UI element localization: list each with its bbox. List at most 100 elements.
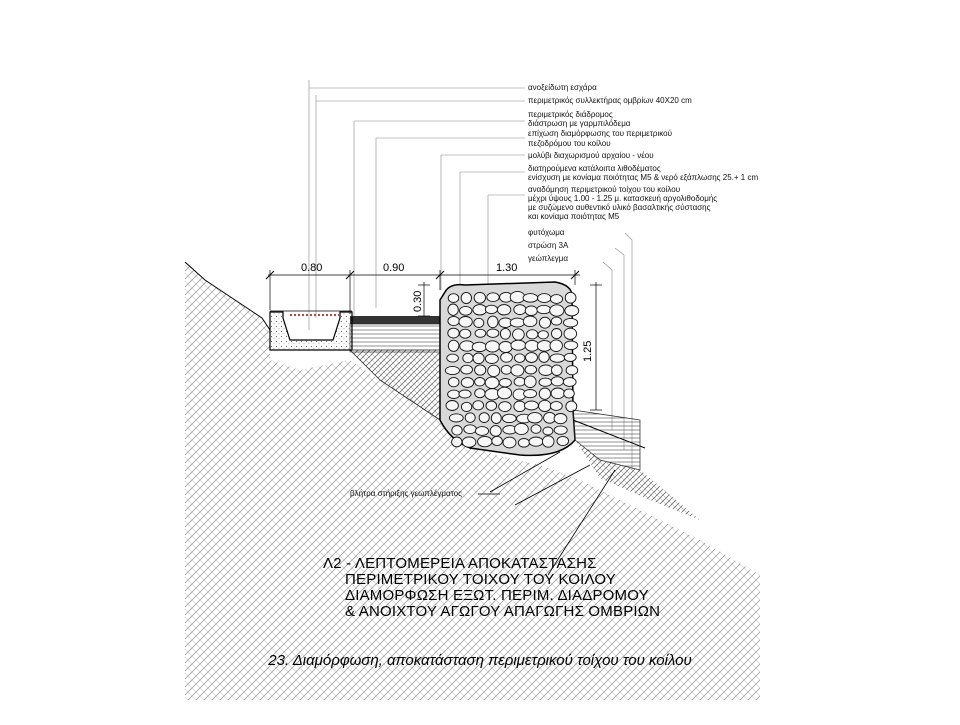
wall-stone xyxy=(556,435,570,447)
wall-stone xyxy=(524,339,540,352)
wall-stone xyxy=(460,401,473,412)
walkway-paving xyxy=(350,316,445,324)
wall-stone xyxy=(484,304,498,315)
wall-stone xyxy=(496,386,513,400)
title-line-1: Λ2 - ΛΕΠΤΟΜΕΡΕΙΑ ΑΠΟΚΑΤΑΣΤΑΣΗΣ xyxy=(323,555,597,572)
natural-ground-hatch xyxy=(185,262,760,700)
wall-stone xyxy=(522,315,538,328)
wall-stone xyxy=(513,376,526,387)
wall-stone xyxy=(447,303,459,316)
detail-title: Λ2 - ΛΕΠΤΟΜΕΡΕΙΑ ΑΠΟΚΑΤΑΣΤΑΣΗΣ ΠΕΡΙΜΕΤΡΙ… xyxy=(323,555,660,620)
wall-stone xyxy=(517,438,530,448)
title-line-4: & ΑΝΟΙΧΤΟΥ ΑΓΩΓΟΥ ΑΠΑΓΩΓΗΣ ΟΜΒΡΙΩΝ xyxy=(345,603,660,620)
wall-stone xyxy=(538,387,552,400)
figure-caption: 23. Διαμόρφωση, αποκατάσταση περιμετρικο… xyxy=(268,652,692,669)
wall-stone xyxy=(451,436,463,448)
dim-fill-height: 0.30 xyxy=(412,291,424,312)
wall-stone xyxy=(487,315,499,329)
wall-stone xyxy=(536,340,553,352)
wall-stone xyxy=(538,377,553,387)
label-wall-2: μέχρι ύψους 1.00 - 1.25 μ. κατασκευή αργ… xyxy=(528,194,717,203)
wall-stone xyxy=(471,341,488,353)
walkway-fill xyxy=(349,323,446,353)
label-storm-collector: περιμετρικός συλλεκτήρας ομβρίων 40Χ20 c… xyxy=(528,96,692,105)
wall-stone xyxy=(514,422,529,436)
wall-stone xyxy=(501,413,517,424)
wall-stone xyxy=(565,365,579,376)
dimension-ticks xyxy=(265,270,580,280)
wall-stone xyxy=(564,291,577,304)
label-geogrid-anchors: βλήτρα στήριξης γεωπλέγματος xyxy=(350,489,462,498)
wall-stone xyxy=(538,364,554,376)
wall-stone xyxy=(487,364,501,378)
wall-stone xyxy=(486,328,500,338)
wall-stone xyxy=(472,352,485,365)
wall-stone xyxy=(562,377,577,387)
wall-stone xyxy=(528,436,544,447)
wall-stone xyxy=(485,340,500,353)
wall-stone xyxy=(549,401,563,411)
wall-stone xyxy=(462,352,474,364)
wall-stone xyxy=(553,425,568,435)
backfill-layers xyxy=(572,409,700,520)
label-wall-3: με συζώμενο αυθεντικό υλικό βασαλτικής σ… xyxy=(528,203,711,212)
wall-stone xyxy=(474,328,487,338)
wall-stone xyxy=(524,305,538,316)
wall-stone xyxy=(477,435,493,448)
wall-stone xyxy=(549,294,564,304)
wall-stone xyxy=(536,304,552,315)
dim-walkway-width: 0.80 xyxy=(301,262,322,274)
wall-stone xyxy=(512,328,525,341)
wall-stone xyxy=(563,352,577,362)
label-fill-2: πεζοδρόμου του κοίλου xyxy=(528,139,611,148)
wall-stone xyxy=(459,305,473,316)
wall-stone xyxy=(513,400,527,413)
wall-stone xyxy=(563,388,575,399)
wall-stone xyxy=(460,364,473,375)
wall-stone xyxy=(474,364,487,376)
wall-stone xyxy=(509,290,526,304)
wall-stone xyxy=(542,426,554,436)
wall-stone xyxy=(486,292,500,303)
wall-stone xyxy=(489,425,502,437)
wall-stone xyxy=(526,329,539,340)
label-wall-4: και κονίαμα ποιότητας Μ5 xyxy=(528,212,620,221)
wall-stone xyxy=(551,364,563,376)
geogrid-anchors xyxy=(489,451,616,576)
label-walkway-1: περιμετρικός διάδρομος xyxy=(528,110,613,119)
wall-stone xyxy=(498,401,512,412)
wall-stone xyxy=(522,293,539,303)
wall-stone xyxy=(499,327,511,340)
wall-stone xyxy=(461,436,477,448)
label-lead-separator: μολύβι διαχωρισμού αρχαίου - νέου xyxy=(528,151,654,160)
wall-stone xyxy=(500,352,513,363)
wall-stone xyxy=(447,376,460,388)
wall-stone xyxy=(500,364,513,375)
label-steel-grate: ανοξείδωτη εσχάρα xyxy=(528,83,597,92)
dim-wall-width: 1.30 xyxy=(496,262,517,274)
wall-stone xyxy=(550,387,565,400)
wall-stone xyxy=(447,315,460,327)
wall-stone xyxy=(447,327,460,339)
terrain-surface-line xyxy=(184,261,271,331)
wall-stone xyxy=(447,389,461,399)
wall-stone xyxy=(474,426,490,436)
wall-stone xyxy=(448,413,464,423)
wall-stone xyxy=(550,316,563,326)
wall-stone xyxy=(538,351,550,363)
wall-stone xyxy=(498,341,513,353)
wall-stone xyxy=(474,377,486,387)
wall-stone xyxy=(464,412,476,423)
title-line-2: ΠΕΡΙΜΕΤΡΙΚΟΥ ΤΟΙΧΟΥ ΤΟΥ ΚΟΙΛΟΥ xyxy=(345,571,616,588)
wall-stone xyxy=(550,376,565,387)
wall-stone xyxy=(563,340,579,351)
wall-stone xyxy=(510,364,525,377)
wall-stone xyxy=(538,399,552,412)
wall-stone xyxy=(473,317,485,328)
wall-stone xyxy=(484,353,499,364)
wall-stone xyxy=(458,389,472,399)
wall-stone xyxy=(459,328,472,339)
annotation-labels: ανοξείδωτη εσχάρα περιμετρικός συλλεκτήρ… xyxy=(350,83,758,498)
wall-stone xyxy=(523,400,539,411)
